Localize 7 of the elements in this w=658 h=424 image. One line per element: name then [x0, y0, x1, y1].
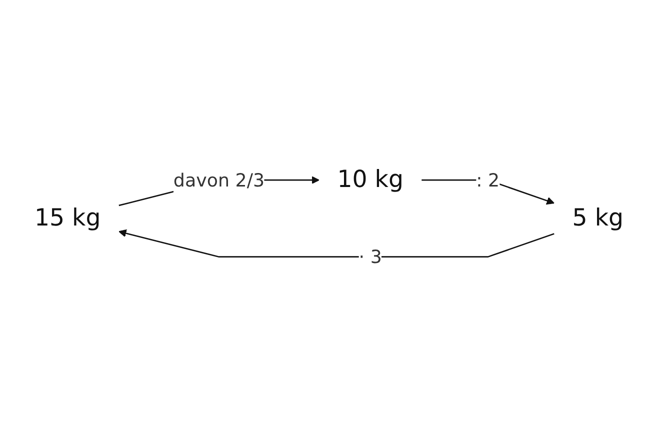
node-text: 5 kg	[572, 204, 624, 232]
edge-label: : 2	[476, 169, 500, 192]
arrow	[118, 230, 554, 258]
node-text: 15 kg	[34, 204, 101, 232]
edge-label: davon 2/3	[173, 169, 265, 192]
node-text: 10 kg	[337, 166, 404, 194]
edge-label: · 3	[358, 246, 382, 268]
